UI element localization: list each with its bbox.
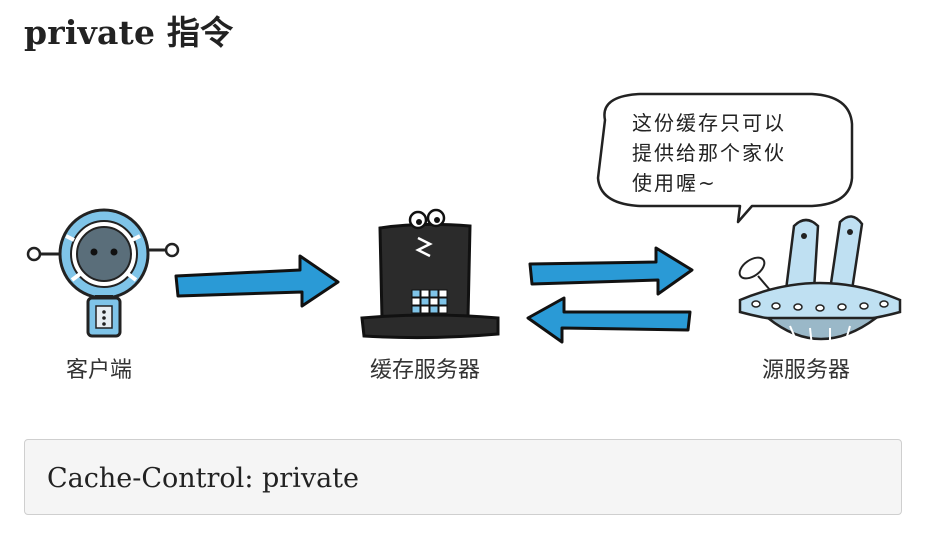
client-label: 客户端 [66, 358, 133, 383]
cache-diagram [26, 92, 902, 347]
cache-server-illustration [360, 208, 500, 340]
code-block: Cache-Control: private [24, 439, 902, 515]
speech-bubble-text: 这份缓存只可以 提供给那个家伙 使用喔~ [632, 108, 832, 198]
origin-server-label: 源服务器 [762, 358, 851, 383]
arrow-origin-to-cache [526, 296, 692, 344]
cache-server-label: 缓存服务器 [370, 358, 481, 383]
origin-server-illustration [738, 215, 902, 347]
speech-bubble [596, 92, 854, 224]
arrow-client-to-cache [174, 254, 340, 308]
speech-line: 这份缓存只可以 [632, 111, 786, 135]
speech-line: 使用喔~ [632, 171, 717, 195]
arrow-cache-to-origin [528, 246, 694, 296]
client-robot-illustration [26, 208, 180, 338]
speech-line: 提供给那个家伙 [632, 141, 786, 165]
code-text: Cache-Control: private [47, 463, 360, 494]
page-title: private 指令 [24, 13, 234, 52]
